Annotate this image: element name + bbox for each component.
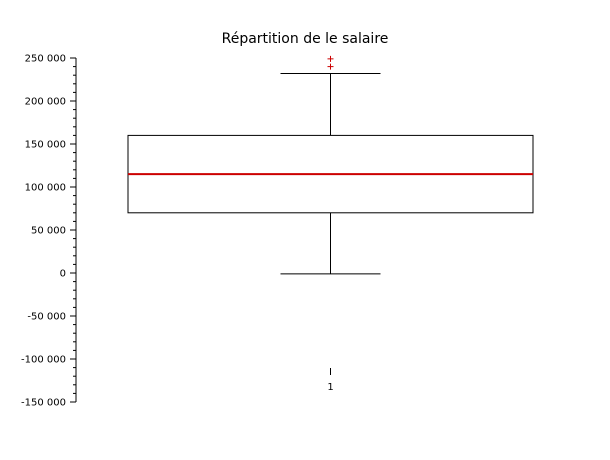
y-tick-label: 200 000	[25, 97, 66, 108]
y-axis: 250 000 200 000 150 000 100 000 50 000 0 -50 0…	[21, 54, 77, 409]
x-tick-label: 1	[327, 382, 333, 393]
x-axis: 1	[327, 368, 334, 393]
y-tick-label: 250 000	[25, 54, 66, 65]
y-tick-label: 50 000	[31, 226, 66, 237]
boxes-group	[127, 55, 534, 275]
y-tick-label: -100 000	[21, 355, 66, 366]
y-tick-label: -50 000	[27, 312, 66, 323]
y-tick-label: 100 000	[25, 183, 66, 194]
chart-title: Répartition de le salaire	[222, 31, 389, 47]
y-tick-label: 150 000	[25, 140, 66, 151]
outlier-marker	[327, 55, 334, 62]
outlier-marker	[327, 63, 334, 70]
y-tick-label: 0	[60, 269, 66, 280]
y-tick-label: -150 000	[21, 398, 66, 409]
